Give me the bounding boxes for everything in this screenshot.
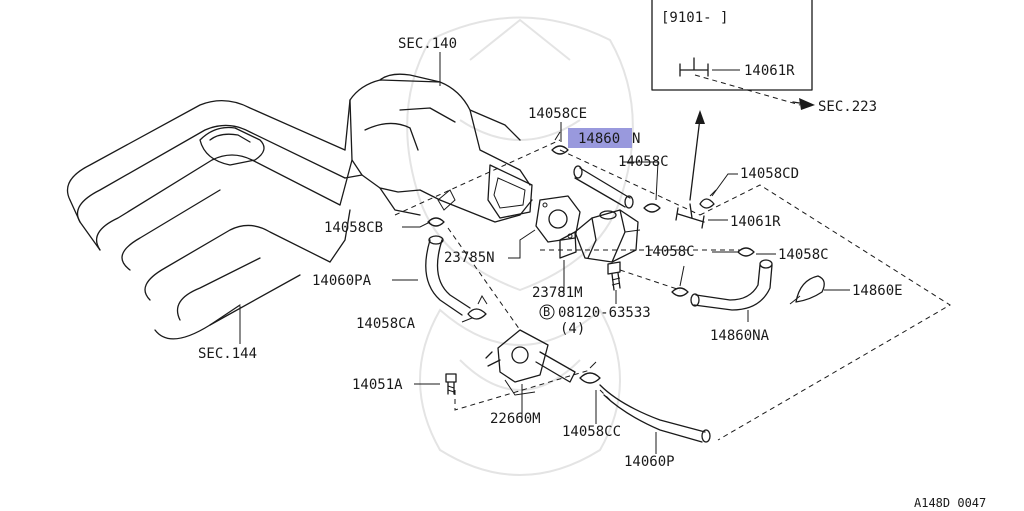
label-14058C-left[interactable]: 14058C [644,244,695,260]
arrow-to-inset [689,110,705,201]
inset-date-label: [9101- ] [661,10,728,26]
bolt-spec-circle [539,304,555,320]
inset-tee-fitting [679,57,709,77]
label-08120-63533[interactable]: 08120-63533 [558,305,651,321]
label-14860NA[interactable]: 14860NA [710,328,770,344]
parts-drawing [425,131,825,443]
label-23781M[interactable]: 23781M [532,285,583,301]
label-08120-quantity: (4) [560,321,585,337]
leader-lines [239,52,850,454]
label-14060P[interactable]: 14060P [624,454,675,470]
arrow-to-sec223 [792,98,815,110]
figure-code: A148D 0047 [914,496,986,510]
label-14058CB[interactable]: 14058CB [324,220,383,236]
label-14058CD[interactable]: 14058CD [740,166,799,182]
inset-box: [9101- ] 14061R [651,0,813,91]
label-14058C-upper[interactable]: 14058C [618,154,669,170]
label-23785N[interactable]: 23785N [444,250,495,266]
label-14860E[interactable]: 14860E [852,283,903,299]
connection-dashed-lines [394,74,951,441]
label-14060PA[interactable]: 14060PA [312,273,372,289]
label-sec-223[interactable]: SEC.223 [818,99,877,115]
label-14061R[interactable]: 14061R [730,214,781,230]
highlight-box [568,128,632,148]
label-14860N-highlighted[interactable]: 14860 [578,131,620,147]
part-labels: SEC.140 SEC.144 SEC.223 14058CE 14860 N … [198,36,986,510]
label-14058CA[interactable]: 14058CA [356,316,416,332]
label-14860N-suffix: N [632,131,640,147]
label-08120-prefix: B [543,305,550,319]
engine-manifold-drawing [66,73,533,340]
samurai-helmet-watermark [406,16,634,476]
label-sec-144[interactable]: SEC.144 [198,346,257,362]
label-14058CE[interactable]: 14058CE [528,106,587,122]
label-sec-140[interactable]: SEC.140 [398,36,457,52]
label-14051A[interactable]: 14051A [352,377,403,393]
label-22660M[interactable]: 22660M [490,411,541,427]
inset-part-14061R[interactable]: 14061R [744,63,795,79]
label-14058C-right[interactable]: 14058C [778,247,829,263]
label-14058CC[interactable]: 14058CC [562,424,621,440]
